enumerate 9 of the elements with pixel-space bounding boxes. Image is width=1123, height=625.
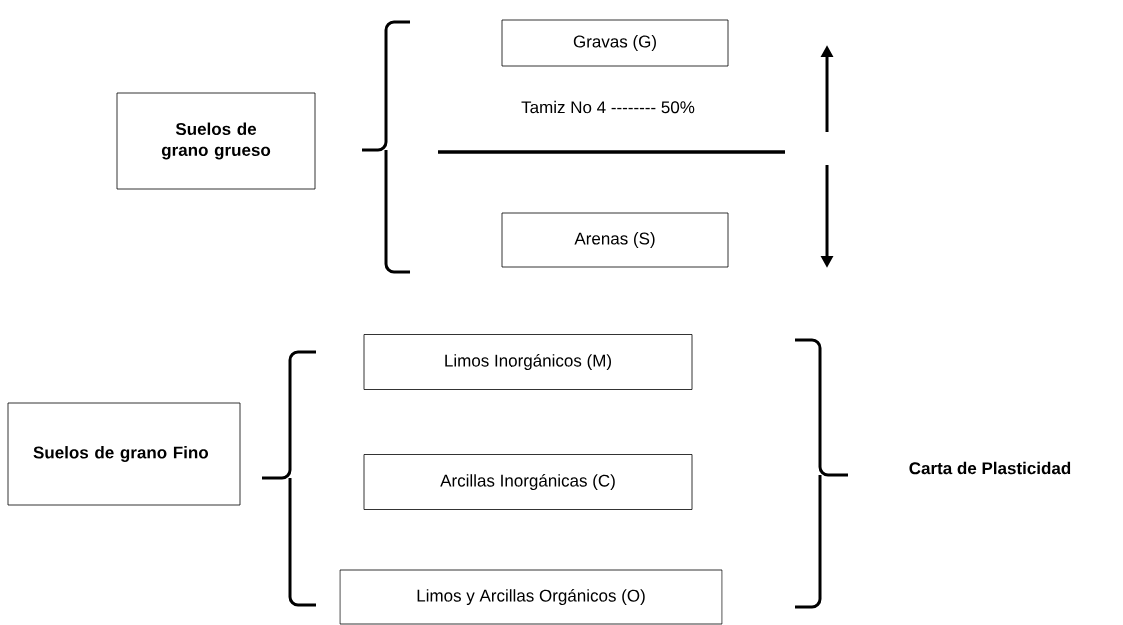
soil-type-box: Gravas (G) <box>501 19 729 67</box>
soil-type-box: Arenas (S) <box>501 212 729 268</box>
category-box: Suelos de grano grueso <box>116 92 316 190</box>
soil-type-box: Limos Inorgánicos (M) <box>363 334 693 390</box>
sieve-label: Tamiz No 4 -------- 50% <box>521 100 695 114</box>
soil-type-box: Limos y Arcillas Orgánicos (O) <box>339 569 723 625</box>
category-box: Suelos de grano Fino <box>7 402 241 506</box>
result-label: Carta de Plasticidad <box>909 461 1071 475</box>
soil-type-box: Arcillas Inorgánicas (C) <box>363 454 693 510</box>
